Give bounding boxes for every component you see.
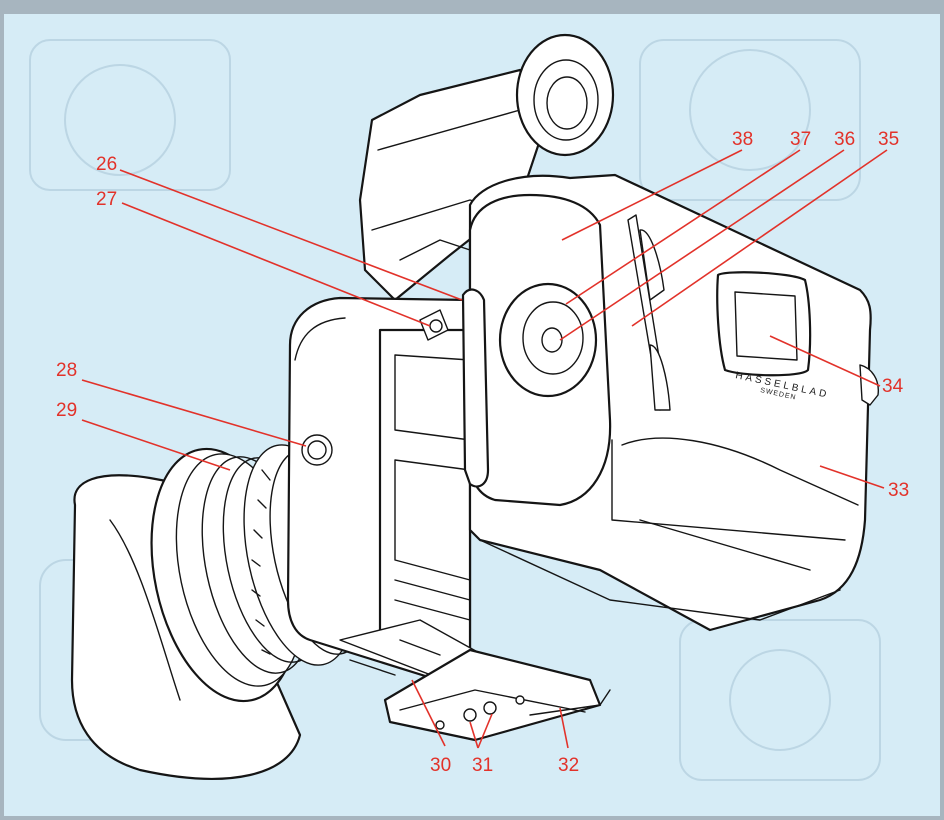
prism-viewfinder [358, 33, 615, 302]
leader-36 [559, 149, 845, 341]
leader-31a [469, 721, 479, 749]
leader-30 [411, 679, 446, 747]
leader-31b [477, 713, 493, 749]
callout-36: 36 [834, 129, 855, 150]
callout-30: 30 [430, 755, 451, 776]
leader-38 [561, 149, 743, 241]
callout-31: 31 [472, 755, 493, 776]
callout-33: 33 [888, 480, 909, 501]
callout-28: 28 [56, 360, 77, 381]
leader-32 [559, 707, 569, 749]
callout-32: 32 [558, 755, 579, 776]
leader-26 [119, 169, 463, 301]
callout-29: 29 [56, 400, 77, 421]
callout-37: 37 [790, 129, 811, 150]
leader-35 [631, 149, 888, 327]
background-ghost-illustration [29, 39, 881, 781]
leader-27 [121, 202, 431, 327]
leader-34 [769, 335, 881, 387]
camera-body [286, 296, 611, 742]
callout-27: 27 [96, 189, 117, 210]
callout-26: 26 [96, 154, 117, 175]
film-magazine: HASSELBLAD SWEDEN [461, 173, 879, 632]
callout-35: 35 [878, 129, 899, 150]
leader-37 [565, 149, 801, 305]
callout-leaders [81, 149, 888, 749]
callout-38: 38 [732, 129, 753, 150]
callout-34: 34 [882, 376, 904, 397]
callout-labels: 26 27 28 29 30 31 32 33 34 35 36 37 38 [56, 129, 909, 776]
leader-28 [81, 379, 307, 447]
leader-33 [819, 465, 885, 489]
leader-29 [81, 419, 231, 471]
